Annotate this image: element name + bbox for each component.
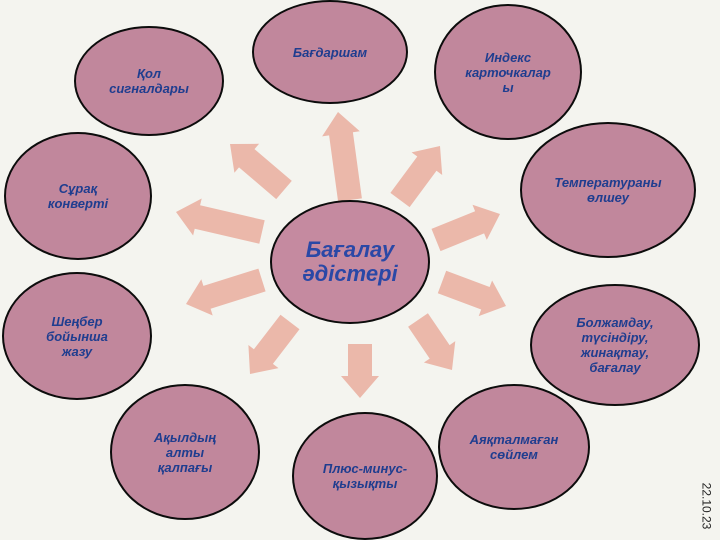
date-text: 22.10.23 [699,482,713,530]
node-bagdarsham: Бағдаршам [252,0,408,104]
arrow-8 [176,198,265,244]
node-question-envelope: Сұрақ конверті [4,132,152,260]
node-label: Ақылдың алты қалпағы [153,429,217,475]
node-label: Аяқталмаған сөйлем [469,432,559,462]
node-plus-minus-interesting: Плюс-минус- қызықты [292,412,438,540]
node-index-cards: Индекс карточкалар ы [434,4,582,140]
arrow-0 [322,112,362,202]
node-label: Бағдаршам [292,44,368,60]
node-six-thinking-hats: Ақылдың алты қалпағы [110,384,260,520]
arrow-4 [408,313,456,370]
arrow-5 [341,344,379,398]
node-unfinished-sentence: Аяқталмаған сөйлем [438,384,590,510]
arrow-2 [431,204,500,252]
arrow-9 [230,143,292,200]
center-node: Бағалау әдістері [270,200,430,324]
node-temperature: Температураны өлшеу [520,122,696,258]
date-stamp: 22.10.23 [696,478,716,534]
node-hand-signals: Қол сигналдары [74,26,224,136]
arrow-7 [186,268,266,316]
node-circle-writing: Шеңбер бойынша жазу [2,272,152,400]
node-forecasting: Болжамдау, түсіндіру, жинақтау, бағалау [530,284,700,406]
node-label: Сұрақ конверті [47,181,109,211]
arrow-3 [437,270,506,317]
node-label: Плюс-минус- қызықты [322,461,408,491]
node-label: Болжамдау, түсіндіру, жинақтау, бағалау [576,315,654,375]
node-label: Индекс карточкалар ы [465,49,551,95]
node-label: Шеңбер бойынша жазу [46,313,108,359]
node-label: Қол сигналдары [109,66,189,96]
arrow-6 [248,314,300,374]
center-label: Бағалау әдістері [302,237,398,286]
node-label: Температураны өлшеу [554,175,662,205]
arrow-1 [390,146,443,208]
